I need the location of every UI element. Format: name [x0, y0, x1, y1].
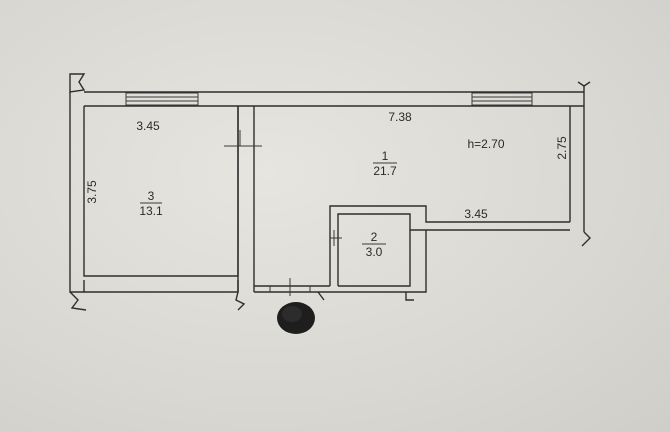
- dim-room1-lower-width: 3.45: [464, 207, 488, 221]
- dim-room1-right-depth: 2.75: [555, 136, 569, 160]
- dimensions: 3.45 3.75 7.38 2.75 3.45 h=2.70: [85, 110, 569, 221]
- inner-walls: [235, 205, 570, 311]
- room-3-area: 13.1: [139, 204, 163, 218]
- room-2-number: 2: [371, 230, 378, 244]
- room-labels: 3 13.1 1 21.7 2 3.0: [139, 149, 397, 259]
- room-3-number: 3: [148, 189, 155, 203]
- ceiling-height: h=2.70: [467, 137, 504, 151]
- outer-walls: [69, 73, 591, 311]
- dim-room3-depth: 3.75: [85, 180, 99, 204]
- window-room1: [471, 92, 533, 106]
- dim-room3-width: 3.45: [136, 119, 160, 133]
- room-3: [83, 106, 255, 293]
- room-2-area: 3.0: [366, 245, 383, 259]
- door-room3: [224, 130, 262, 147]
- room-1-area: 21.7: [373, 164, 397, 178]
- ink-blot: [277, 302, 315, 334]
- dim-room1-length: 7.38: [388, 110, 412, 124]
- room-1-number: 1: [382, 149, 389, 163]
- windows: [125, 92, 533, 106]
- window-room3: [125, 92, 199, 106]
